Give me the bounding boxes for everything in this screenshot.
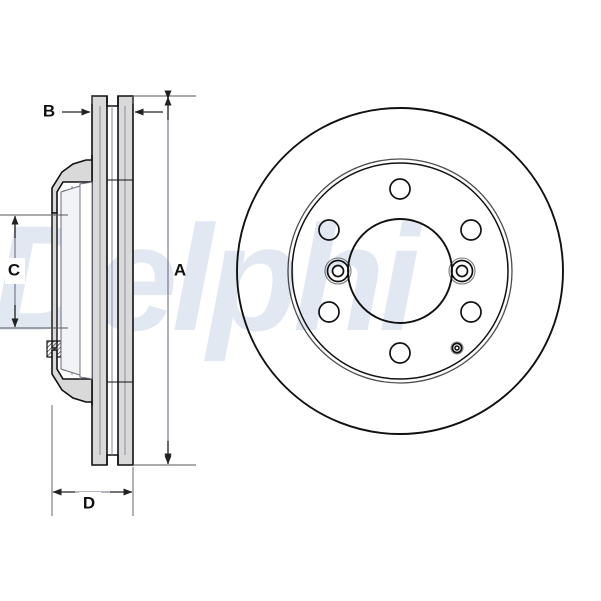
threaded-hole-outer-ring [448, 257, 476, 285]
bolt-hole [318, 219, 340, 241]
dimension-D: D [51, 405, 134, 518]
threaded-hole-outer-ring [324, 257, 352, 285]
locating-pin-hole-outer [450, 341, 464, 355]
bolt-hole [389, 178, 411, 200]
dimension-B: B [43, 96, 163, 120]
dimension-label-A: A [174, 260, 186, 279]
locating-pin-hole-bore [454, 345, 460, 351]
hat-outer-ring-inner [291, 162, 509, 380]
threaded-hole-thread [326, 259, 350, 283]
hub-centre-bore [347, 218, 453, 324]
dimension-C: C [0, 214, 68, 329]
locating-pin-hole [450, 341, 464, 355]
threaded-hole-bore [455, 264, 469, 278]
dimension-label-C: C [8, 260, 20, 279]
dimension-label-D: D [83, 493, 95, 512]
threaded-hole-left [324, 257, 352, 285]
hub-flange-upper [51, 155, 93, 214]
vent-gap-bottom [106, 454, 119, 465]
hat-outer-ring [287, 158, 513, 384]
disc-face-group [236, 107, 564, 435]
dimension-A: A [133, 90, 196, 466]
bolt-hole [460, 219, 482, 241]
bolt-hole [389, 342, 411, 364]
threaded-hole-bore [331, 264, 345, 278]
dimension-label-B: B [43, 101, 55, 120]
hub-inner-face-2 [79, 181, 93, 380]
hub-flange-lower [51, 349, 93, 406]
locating-pin-hole-ring [451, 342, 463, 354]
threaded-hole-thread [450, 259, 474, 283]
disc-outer-edge [236, 107, 564, 435]
threaded-hole-right [448, 257, 476, 285]
bolt-hole [460, 301, 482, 323]
vent-gap-top [106, 96, 119, 107]
cross-section-group [46, 95, 134, 466]
bolt-hole [318, 301, 340, 323]
